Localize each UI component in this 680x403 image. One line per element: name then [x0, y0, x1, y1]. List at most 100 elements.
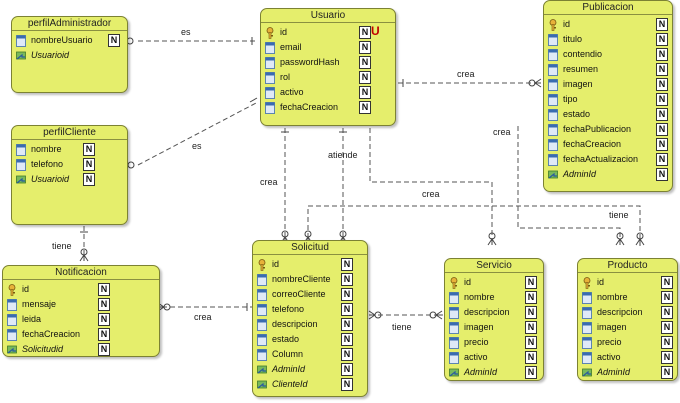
column-icon	[7, 328, 17, 341]
attribute-name: AdminId	[464, 367, 498, 377]
attribute-name: fechaCreacion	[22, 329, 81, 339]
column-icon	[582, 291, 592, 304]
attribute-name: imagen	[563, 79, 593, 89]
not-null-marker: N	[341, 363, 353, 376]
not-null-marker: N	[83, 173, 95, 186]
attribute-name: telefono	[272, 304, 305, 314]
column-icon	[582, 321, 592, 334]
attribute-name: precio	[464, 337, 489, 347]
foreign-key-icon	[16, 49, 26, 61]
attribute-name: ClienteId	[272, 379, 308, 389]
column-icon	[548, 123, 558, 136]
entity-title: perfilAdministrador	[12, 17, 127, 31]
attribute-name: id	[464, 277, 472, 287]
column-icon	[265, 71, 275, 84]
column-icon	[257, 333, 267, 346]
foreign-key-icon	[257, 378, 267, 390]
marker-circle	[127, 161, 135, 169]
attribute-name: descripcion	[272, 319, 318, 329]
foreign-key-icon	[257, 363, 267, 375]
not-null-marker: N	[341, 318, 353, 331]
column-icon	[257, 348, 267, 361]
column-icon	[16, 158, 26, 171]
attribute-name: activo	[280, 87, 304, 97]
not-null-marker: N	[83, 158, 95, 171]
attribute-name: id	[272, 259, 280, 269]
attribute-row[interactable]: Usuarioid	[12, 48, 127, 62]
column-icon	[257, 318, 267, 331]
attribute-name: AdminId	[597, 367, 631, 377]
entity-title: Solicitud	[253, 241, 367, 255]
column-icon	[7, 298, 17, 311]
attribute-name: estado	[272, 334, 300, 344]
attribute-row[interactable]: telefono N	[253, 302, 367, 316]
rel-label-admin-usuario: es	[181, 27, 191, 37]
not-null-marker: N	[525, 321, 537, 334]
column-icon	[449, 291, 459, 304]
attribute-name: rol	[280, 72, 291, 82]
attribute-row[interactable]: descripcion N	[253, 317, 367, 331]
attribute-name: contendio	[563, 49, 603, 59]
not-null-marker: N	[341, 303, 353, 316]
rel-label-usuario-solicitud: crea	[260, 177, 278, 187]
not-null-marker: N	[341, 288, 353, 301]
column-icon	[257, 273, 267, 286]
foreign-key-icon	[582, 366, 592, 378]
